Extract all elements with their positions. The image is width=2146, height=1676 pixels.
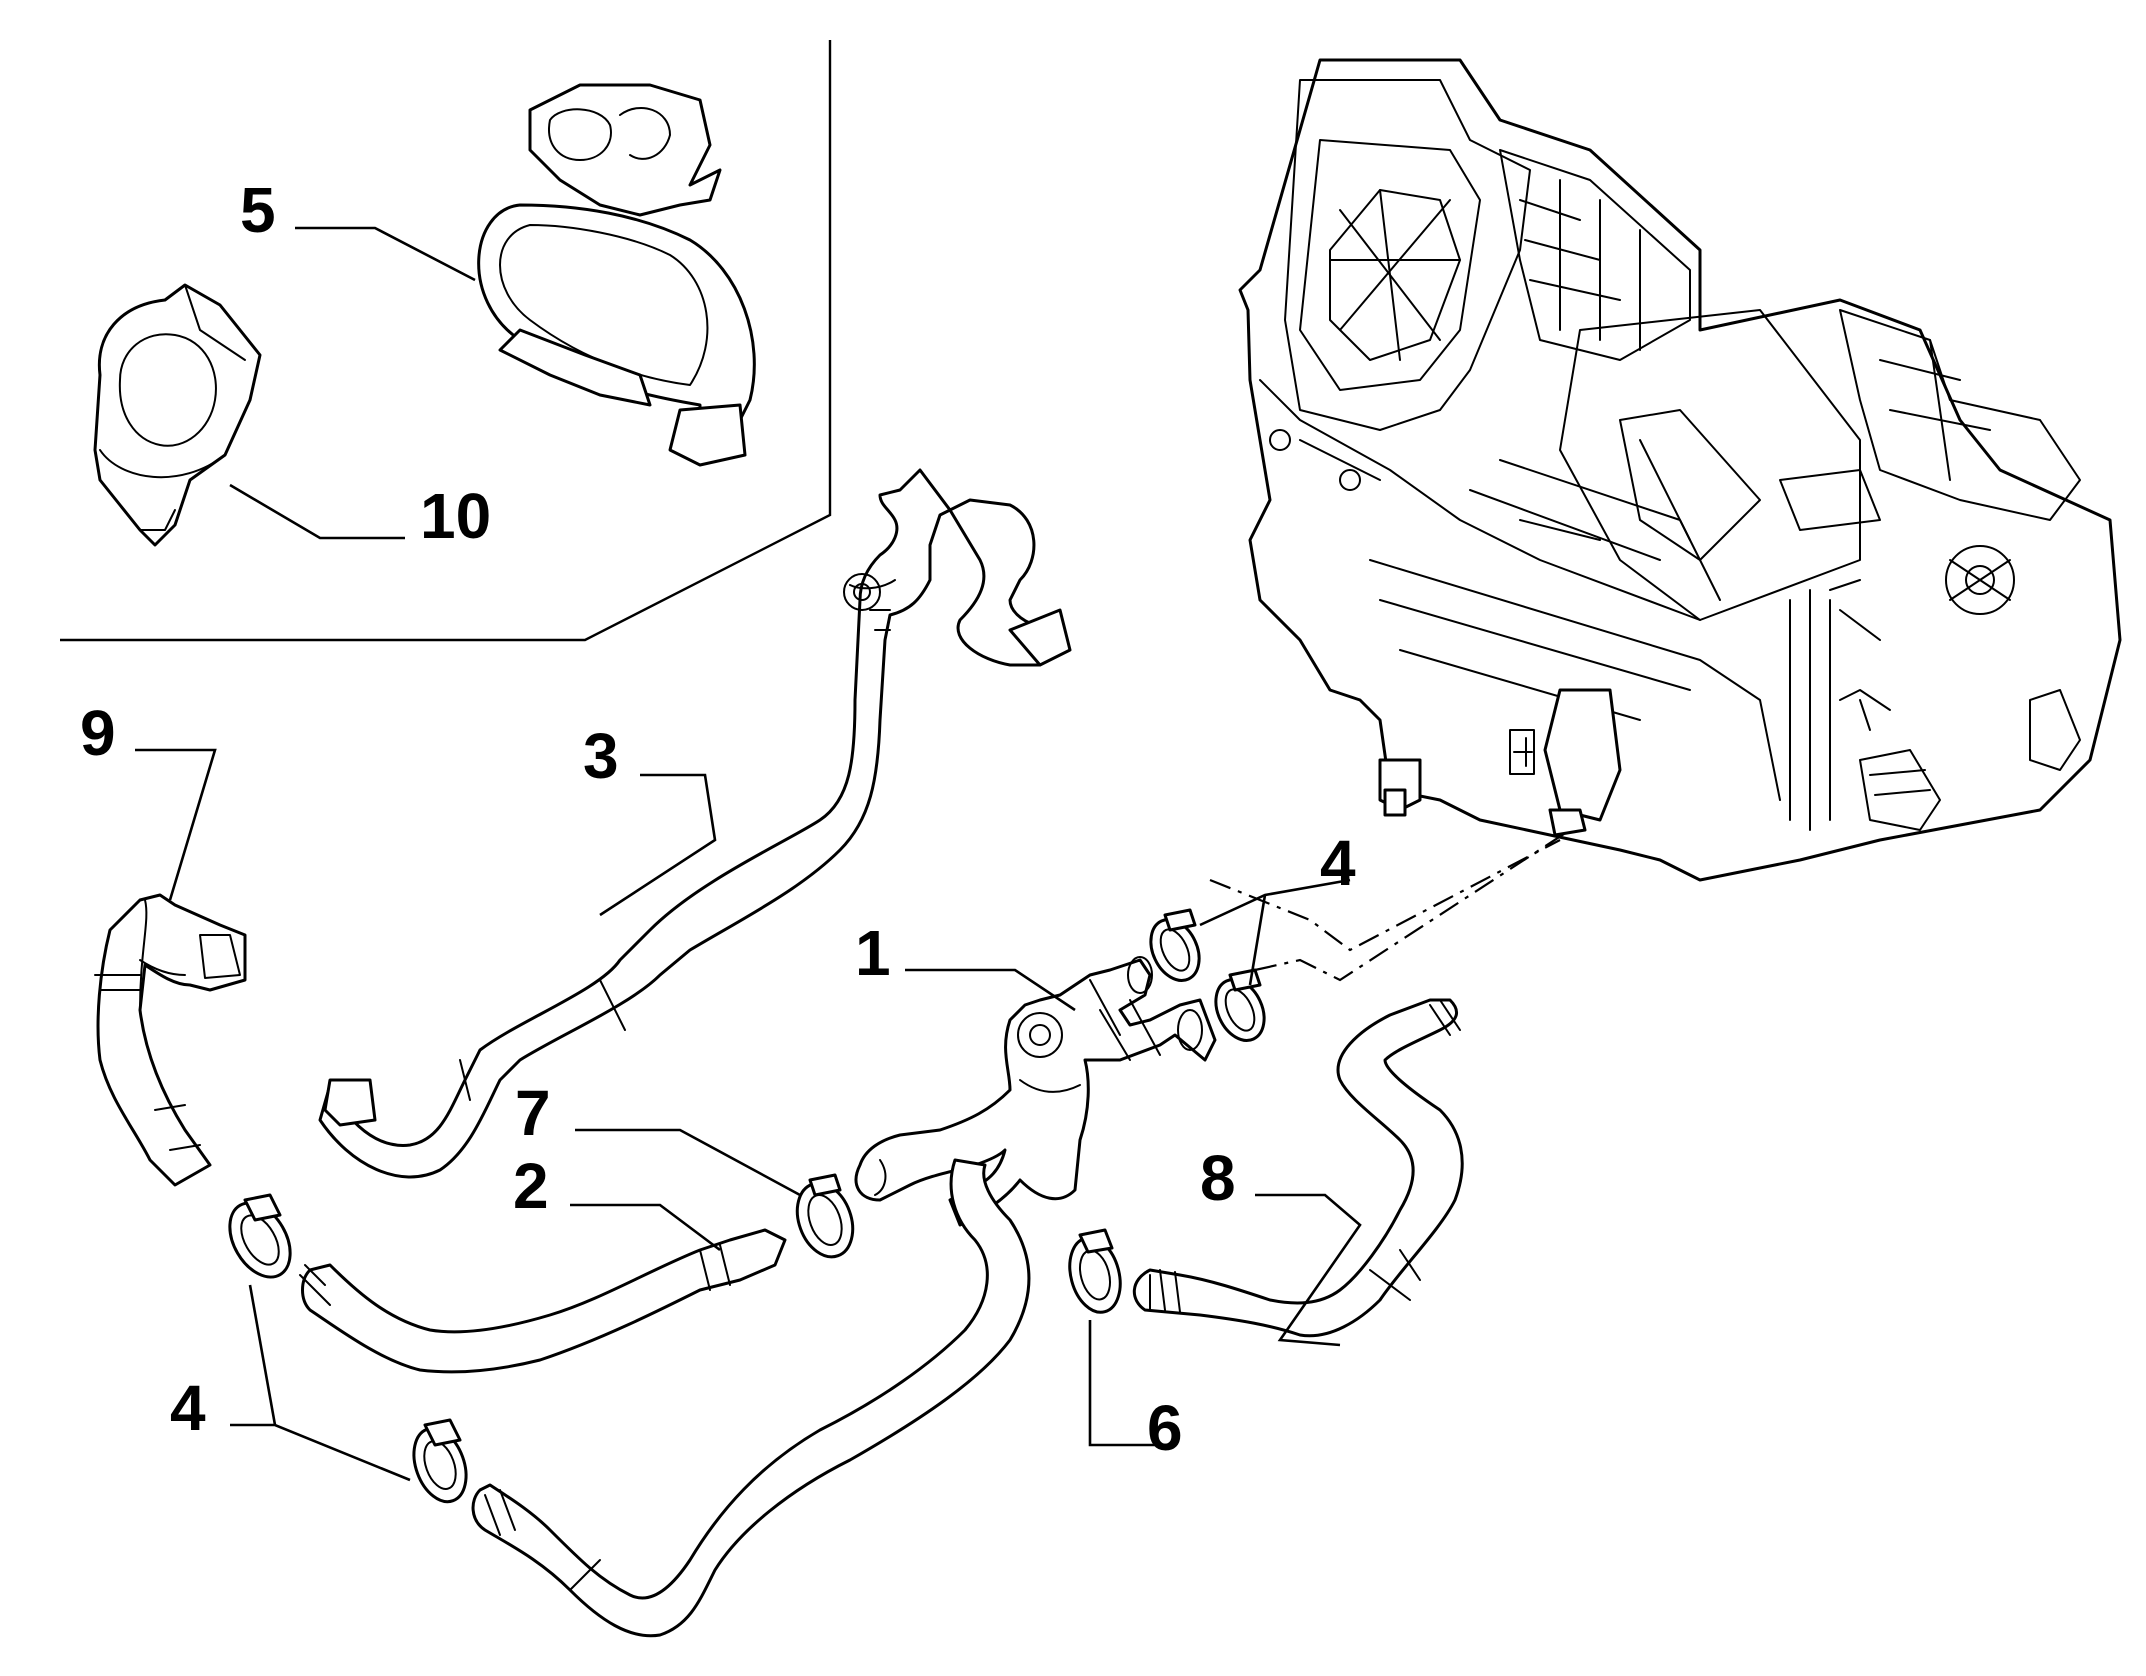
clamp-4-lower-b [412, 1418, 468, 1504]
part-10-bracket [93, 283, 262, 547]
callout-3: 3 [583, 720, 619, 792]
leader-4-bottom-b [248, 1284, 277, 1426]
callout-1: 1 [855, 917, 891, 989]
leader-10 [229, 483, 405, 540]
callout-4-top: 4 [1320, 827, 1356, 899]
leader-1 [905, 968, 1076, 1012]
leader-6 [1088, 1320, 1170, 1447]
part-9-bleed-hose [94, 893, 247, 1187]
hvac-unit [1238, 58, 2122, 882]
lower-long-hose [471, 1158, 1031, 1638]
leader-7 [575, 1128, 801, 1197]
leader-9 [135, 748, 217, 901]
clamp-4-lower-a [228, 1193, 292, 1279]
inset-frame [60, 40, 832, 642]
clamp-4-upper-b [1214, 968, 1266, 1042]
callout-5: 5 [240, 174, 276, 246]
callout-8: 8 [1200, 1142, 1236, 1214]
callout-6: 6 [1147, 1392, 1183, 1464]
leader-8 [1255, 1193, 1362, 1347]
connection-line-upper [1209, 839, 1561, 952]
part-2-small-hose [299, 1228, 787, 1374]
clamp-4-upper-a [1149, 908, 1201, 982]
callout-7: 7 [515, 1077, 551, 1149]
leader-2 [570, 1203, 721, 1252]
callout-4-bottom: 4 [170, 1372, 206, 1444]
callout-9: 9 [80, 697, 116, 769]
part-5-strap-clamp [477, 83, 756, 467]
connection-line-lower [1254, 829, 1571, 982]
part-8-right-hose [1132, 998, 1464, 1338]
part-1-valve [854, 956, 1217, 1227]
part-3-long-hose [318, 468, 1072, 1179]
leader-4-top-b [1248, 894, 1267, 986]
callout-10: 10 [420, 480, 491, 552]
clamp-7 [795, 1173, 855, 1259]
clamp-6 [1068, 1228, 1122, 1314]
leader-4-bottom-a [230, 1423, 411, 1482]
callout-2: 2 [513, 1150, 549, 1222]
leader-5 [295, 226, 476, 282]
leader-3 [599, 773, 717, 917]
